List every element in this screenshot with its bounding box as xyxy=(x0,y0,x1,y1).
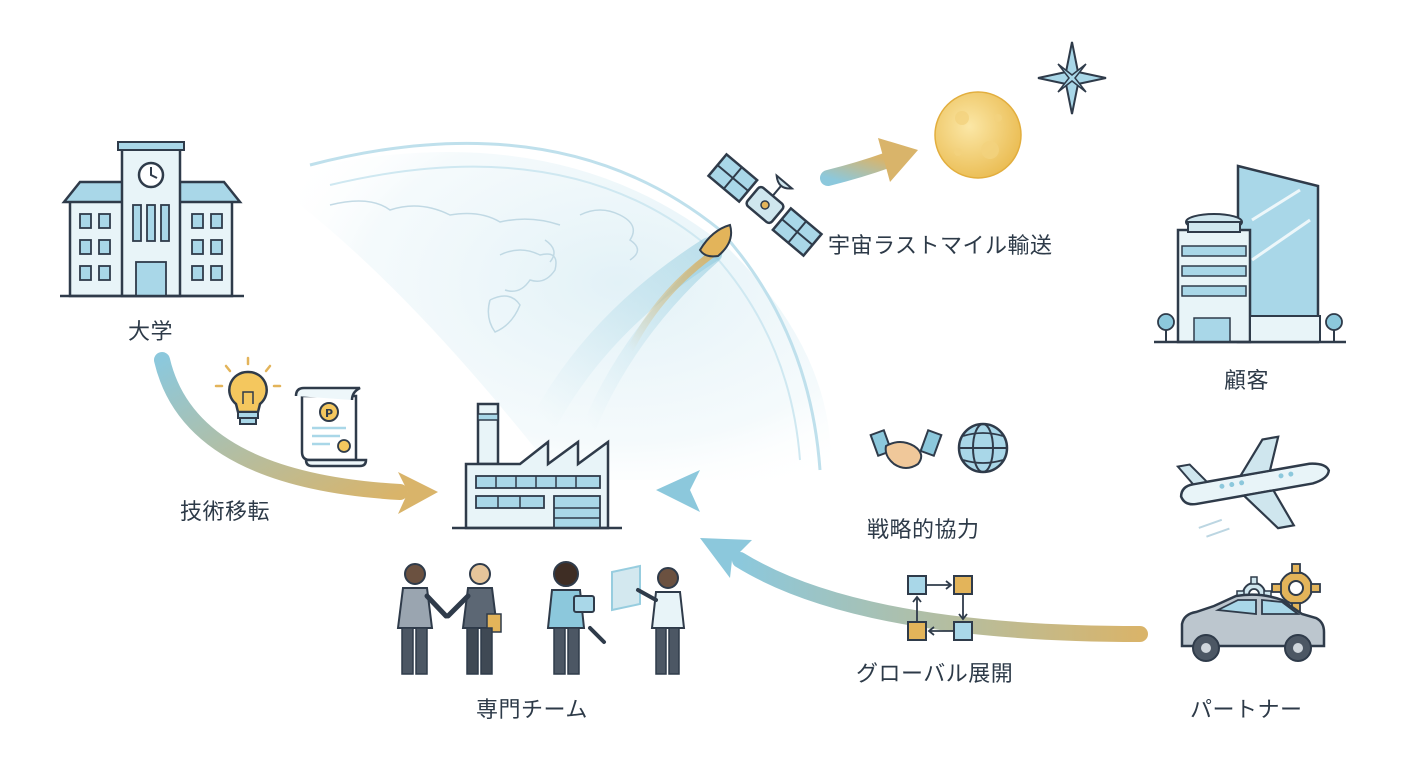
person-icon xyxy=(445,563,502,675)
tech-transfer-label: 技術移転 xyxy=(180,500,271,525)
global-expansion-label: グローバル展開 xyxy=(856,662,1014,687)
person-icon xyxy=(636,567,686,675)
person-icon xyxy=(546,561,606,675)
partner-label: パートナー xyxy=(1190,698,1303,723)
space-arrow xyxy=(820,138,918,186)
star-icon xyxy=(1037,41,1107,115)
globe-icon xyxy=(957,422,1009,474)
team-people-icon xyxy=(396,561,686,675)
tech-transfer-arrow xyxy=(154,352,438,514)
office-building-icon xyxy=(1154,164,1346,344)
handshake-icon xyxy=(869,428,943,469)
factory-icon xyxy=(452,402,622,530)
satellite-icon xyxy=(706,152,824,258)
space-last-mile-label: 宇宙ラストマイル輸送 xyxy=(828,234,1053,259)
strategic-cooperation-arrow xyxy=(656,470,1148,512)
svg-text:P: P xyxy=(325,407,333,420)
customer-label: 顧客 xyxy=(1224,369,1270,394)
patent-document-icon: P xyxy=(294,386,368,468)
university-label: 大学 xyxy=(128,320,174,345)
person-icon xyxy=(396,563,449,675)
world-globe-icon xyxy=(300,141,831,480)
moon-icon xyxy=(934,91,1022,179)
car-icon xyxy=(1180,593,1326,662)
expert-team-label: 専門チーム xyxy=(476,698,588,723)
flowchart-icon xyxy=(907,575,973,641)
university-building-icon xyxy=(60,141,244,298)
rocket-trail xyxy=(532,223,733,433)
global-expansion-arrow xyxy=(700,538,1148,642)
lightbulb-icon xyxy=(214,356,282,425)
strategic-cooperation-label: 戦略的協力 xyxy=(867,518,980,543)
airplane-icon xyxy=(1175,435,1331,538)
